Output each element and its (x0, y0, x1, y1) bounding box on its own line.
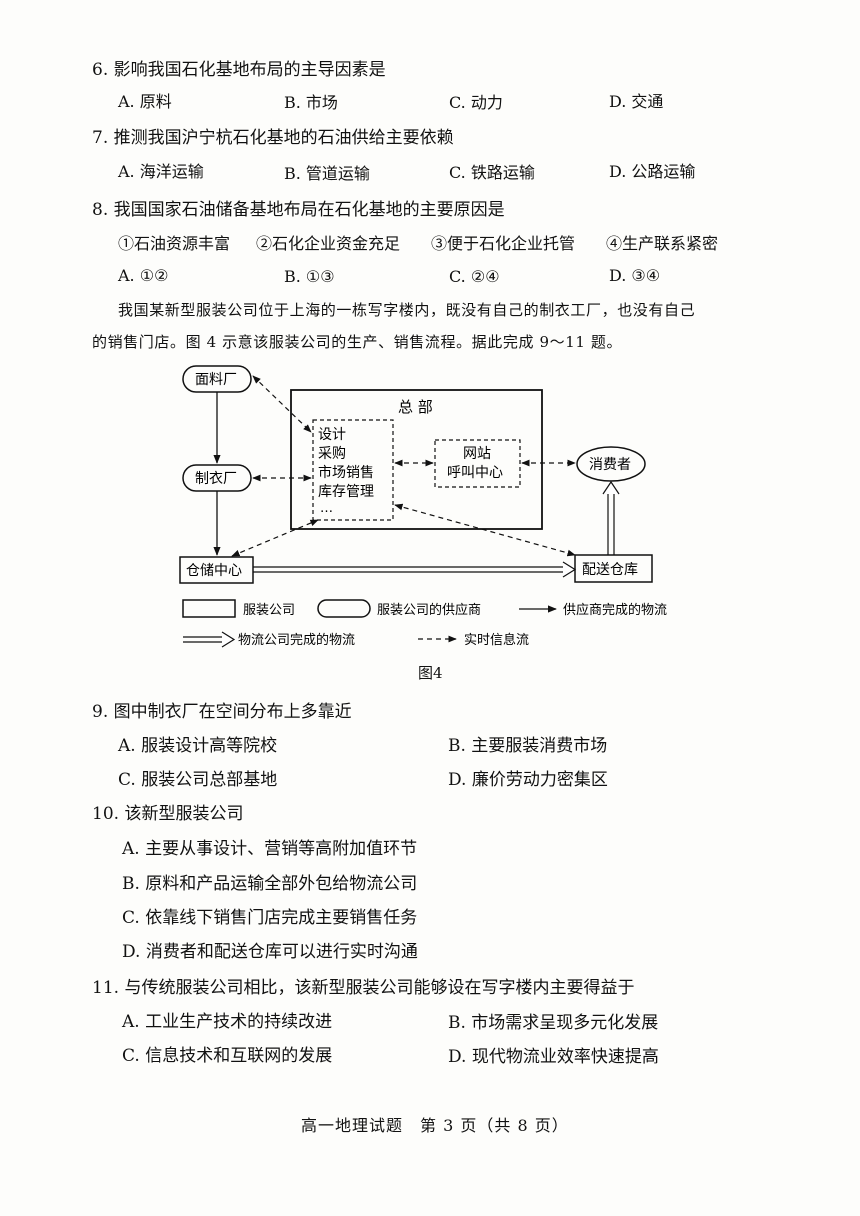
q10-stem: 10. 该新型服装公司 (92, 804, 244, 824)
q11-option-c: C. 信息技术和互联网的发展 (122, 1046, 333, 1066)
hq-function-sales: 市场销售 (318, 464, 374, 481)
fabric-factory-label: 面料厂 (195, 372, 237, 388)
page-footer: 高一地理试题 第 3 页（共 8 页） (301, 1116, 569, 1135)
website-label: 网站 (463, 446, 491, 462)
legend-info-flow-label: 实时信息流 (464, 632, 529, 648)
q9-stem: 9. 图中制衣厂在空间分布上多靠近 (92, 702, 352, 722)
q8-statement-1: ①石油资源丰富 (118, 234, 231, 253)
warehouse-to-consumer-logistics (602, 480, 620, 555)
q8-option-c: C. ②④ (449, 267, 500, 286)
q7-option-b: B. 管道运输 (284, 164, 370, 183)
consumer-label: 消费者 (589, 457, 631, 473)
q9-option-b: B. 主要服装消费市场 (448, 736, 608, 756)
q8-option-a: A. ①② (118, 266, 169, 285)
storage-center-node (179, 556, 254, 584)
q6-stem: 6. 影响我国石化基地布局的主导因素是 (92, 60, 386, 80)
q8-option-b: B. ①③ (284, 267, 335, 286)
figure-4-diagram: 总 部 设计 采购 市场销售 库存管理 … 网站 呼叫中心 面料厂 制衣厂 仓储… (179, 365, 667, 648)
legend-company-symbol (182, 599, 236, 618)
q6-option-c: C. 动力 (449, 93, 503, 112)
q8-statement-3: ③便于石化企业托管 (431, 234, 576, 253)
q9-option-d: D. 廉价劳动力密集区 (448, 770, 608, 790)
q10-option-d: D. 消费者和配送仓库可以进行实时沟通 (122, 942, 418, 962)
q10-option-c: C. 依靠线下销售门店完成主要销售任务 (122, 908, 418, 928)
q7-option-a: A. 海洋运输 (118, 162, 204, 181)
q6-option-a: A. 原料 (118, 92, 172, 111)
info-flow-storage-hq (231, 519, 319, 557)
storage-to-warehouse-logistics (253, 561, 577, 578)
garment-factory-label: 制衣厂 (195, 471, 237, 487)
headquarters-label: 总 部 (398, 398, 433, 416)
call-center-label: 呼叫中心 (447, 465, 503, 481)
q8-option-d: D. ③④ (609, 266, 661, 285)
q7-stem: 7. 推测我国沪宁杭石化基地的石油供给主要依赖 (92, 128, 454, 148)
q6-option-b: B. 市场 (284, 93, 338, 112)
legend-logistics-company-symbol (183, 631, 236, 648)
hq-functions-box (312, 419, 394, 521)
passage-line-1: 我国某新型服装公司位于上海的一栋写字楼内，既没有自己的制衣工厂，也没有自己 (118, 301, 696, 319)
q7-option-d: D. 公路运输 (609, 162, 696, 181)
q6-option-d: D. 交通 (609, 92, 664, 111)
info-flow-hq-warehouse (394, 503, 576, 557)
passage-line-2: 的销售门店。图 4 示意该服装公司的生产、销售流程。据此完成 9～11 题。 (92, 333, 623, 351)
legend-logistics-company-label: 物流公司完成的物流 (238, 632, 355, 648)
q8-statement-4: ④生产联系紧密 (606, 234, 719, 253)
q10-option-a: A. 主要从事设计、营销等高附加值环节 (122, 839, 418, 859)
q11-option-d: D. 现代物流业效率快速提高 (448, 1047, 659, 1067)
legend-supplier-label: 服装公司的供应商 (377, 602, 481, 618)
storage-center-label: 仓储中心 (186, 563, 242, 579)
hq-function-more: … (320, 501, 333, 516)
q10-option-b: B. 原料和产品运输全部外包给物流公司 (122, 874, 418, 894)
q9-option-c: C. 服装公司总部基地 (118, 770, 278, 790)
q8-stem: 8. 我国国家石油储备基地布局在石化基地的主要原因是 (92, 200, 505, 220)
figure-caption: 图4 (418, 664, 443, 682)
delivery-warehouse-label: 配送仓库 (582, 562, 638, 578)
hq-function-inventory: 库存管理 (318, 484, 374, 500)
legend-supplier-logistics-label: 供应商完成的物流 (563, 602, 667, 618)
q11-stem: 11. 与传统服装公司相比，该新型服装公司能够设在写字楼内主要得益于 (92, 978, 635, 998)
q7-option-c: C. 铁路运输 (449, 163, 535, 182)
legend-company-label: 服装公司 (243, 603, 295, 618)
q11-option-b: B. 市场需求呈现多元化发展 (448, 1013, 659, 1033)
hq-function-purchase: 采购 (318, 446, 346, 462)
web-center-box (434, 439, 521, 488)
q11-option-a: A. 工业生产技术的持续改进 (122, 1012, 333, 1032)
q8-statement-2: ②石化企业资金充足 (256, 234, 401, 253)
legend-supplier-symbol (317, 599, 371, 618)
q9-option-a: A. 服装设计高等院校 (118, 736, 278, 756)
info-flow-fabric-hq (252, 375, 312, 433)
hq-function-design: 设计 (318, 427, 346, 443)
